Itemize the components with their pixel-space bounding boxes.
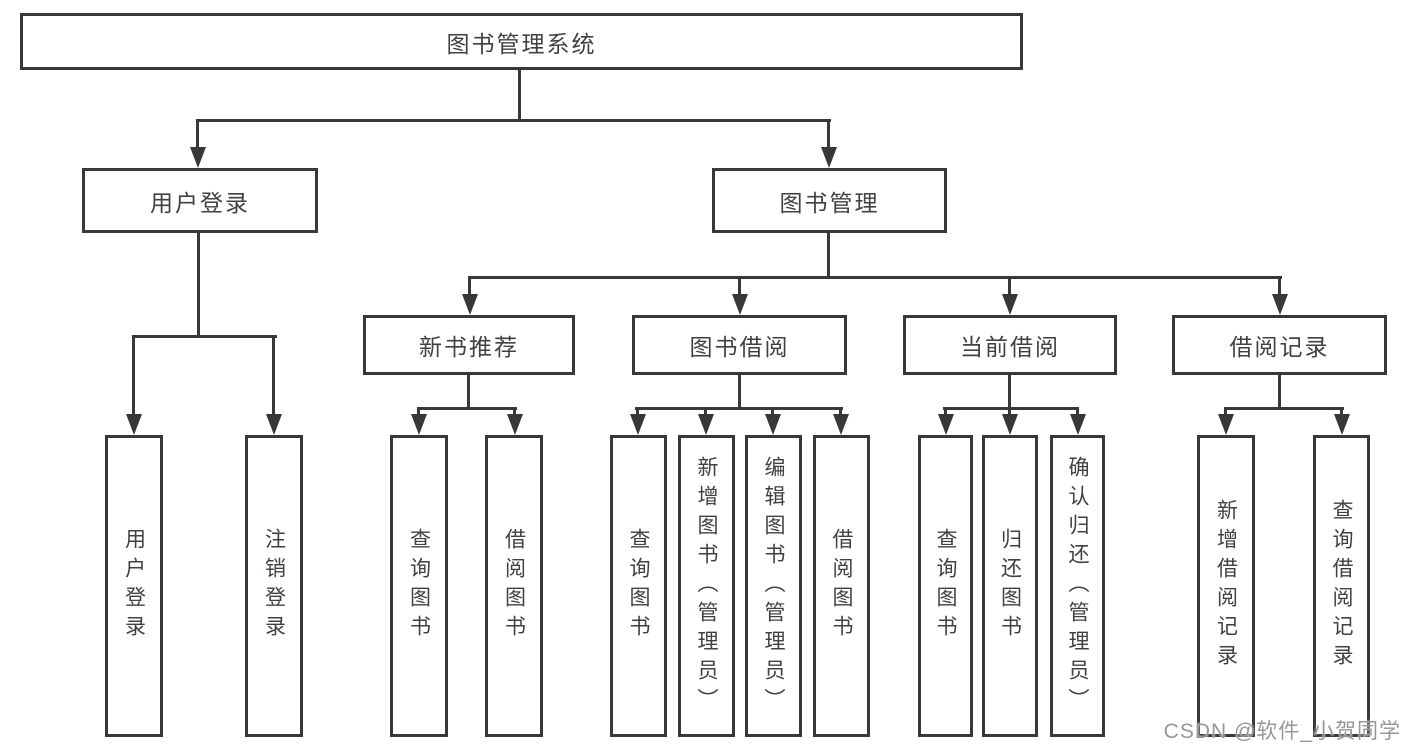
leaf-query-books-borrow: 查询图书 bbox=[610, 435, 667, 737]
arrow-down-icon bbox=[266, 414, 282, 435]
connector bbox=[197, 233, 200, 338]
leaf-borrow-books-recommend: 借阅图书 bbox=[485, 435, 543, 737]
connector bbox=[704, 407, 707, 417]
arrow-down-icon bbox=[821, 147, 837, 168]
connector bbox=[467, 375, 470, 410]
connector bbox=[943, 407, 1079, 410]
connector bbox=[468, 276, 1282, 279]
arrow-down-icon bbox=[411, 414, 427, 435]
node-library-management-system: 图书管理系统 bbox=[20, 13, 1023, 70]
arrow-down-icon bbox=[765, 414, 781, 435]
connector bbox=[839, 407, 842, 417]
connector bbox=[1340, 407, 1343, 417]
leaf-add-borrow-record: 新增借阅记录 bbox=[1197, 435, 1255, 737]
connector bbox=[132, 335, 135, 417]
connector bbox=[771, 407, 774, 417]
connector bbox=[827, 233, 830, 279]
node-user-login: 用户登录 bbox=[82, 168, 318, 233]
leaf-borrow-books: 借阅图书 bbox=[813, 435, 870, 737]
arrow-down-icon bbox=[833, 414, 849, 435]
node-book-borrowing: 图书借阅 bbox=[632, 315, 847, 375]
leaf-logout: 注销登录 bbox=[245, 435, 303, 737]
connector bbox=[513, 407, 516, 417]
connector bbox=[132, 335, 277, 338]
leaf-query-books-recommend: 查询图书 bbox=[390, 435, 448, 737]
arrow-down-icon bbox=[1002, 414, 1018, 435]
connector bbox=[1076, 407, 1079, 417]
connector bbox=[1278, 375, 1281, 410]
leaf-user-login: 用户登录 bbox=[105, 435, 163, 737]
arrow-down-icon bbox=[126, 414, 142, 435]
arrow-down-icon bbox=[698, 414, 714, 435]
connector bbox=[1278, 276, 1281, 296]
connector bbox=[1008, 375, 1011, 410]
connector bbox=[636, 407, 639, 417]
node-current-borrowing: 当前借阅 bbox=[903, 315, 1117, 375]
arrow-down-icon bbox=[1218, 414, 1234, 435]
arrow-down-icon bbox=[1334, 414, 1350, 435]
arrow-down-icon bbox=[190, 147, 206, 168]
connector bbox=[1224, 407, 1227, 417]
connector bbox=[196, 119, 199, 151]
arrow-down-icon bbox=[507, 414, 523, 435]
node-book-management: 图书管理 bbox=[712, 168, 947, 233]
connector bbox=[635, 407, 843, 410]
connector bbox=[738, 373, 741, 410]
leaf-confirm-return-admin: 确认归还（管理员） bbox=[1050, 435, 1105, 737]
connector bbox=[468, 276, 471, 296]
connector bbox=[1008, 276, 1011, 296]
arrow-down-icon bbox=[630, 414, 646, 435]
leaf-query-borrow-record: 查询借阅记录 bbox=[1313, 435, 1370, 737]
arrow-down-icon bbox=[1002, 294, 1018, 315]
connector bbox=[417, 407, 420, 417]
node-new-book-recommendation: 新书推荐 bbox=[363, 315, 575, 375]
connector bbox=[1224, 407, 1344, 410]
leaf-add-books-admin: 新增图书（管理员） bbox=[678, 435, 735, 737]
connector bbox=[197, 119, 831, 122]
connector bbox=[944, 407, 947, 417]
arrow-down-icon bbox=[732, 294, 748, 315]
arrow-down-icon bbox=[462, 294, 478, 315]
node-borrowing-records: 借阅记录 bbox=[1172, 315, 1387, 375]
connector bbox=[738, 276, 741, 296]
connector bbox=[827, 119, 830, 151]
connector bbox=[272, 335, 275, 417]
arrow-down-icon bbox=[938, 414, 954, 435]
leaf-edit-books-admin: 编辑图书（管理员） bbox=[745, 435, 802, 737]
leaf-query-books-current: 查询图书 bbox=[918, 435, 973, 737]
connector bbox=[1008, 407, 1011, 417]
connector bbox=[518, 70, 521, 122]
csdn-watermark: CSDN @软件_小贺同学 bbox=[1163, 720, 1401, 743]
arrow-down-icon bbox=[1070, 414, 1086, 435]
arrow-down-icon bbox=[1272, 294, 1288, 315]
connector bbox=[417, 407, 517, 410]
leaf-return-books: 归还图书 bbox=[982, 435, 1038, 737]
